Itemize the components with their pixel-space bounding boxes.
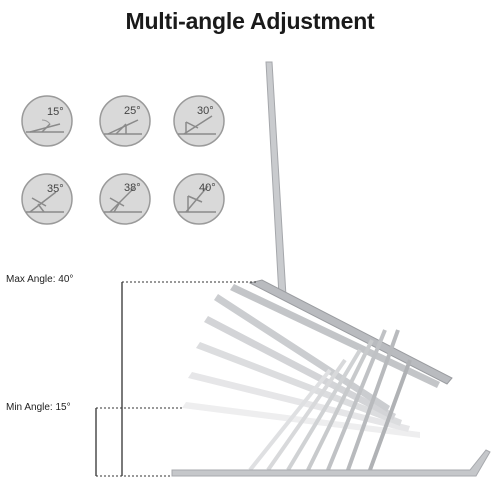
angle-35-label: 35°: [47, 183, 64, 195]
stand-base: [171, 449, 491, 477]
angle-icon-grid: 15° 25° 30° 35°: [20, 94, 245, 234]
angle-38-icon: 38°: [98, 172, 152, 226]
angle-38-label: 38°: [124, 182, 141, 194]
angle-30-label: 30°: [197, 105, 214, 117]
laptop-base: [248, 279, 453, 385]
angle-15-label: 15°: [47, 106, 64, 118]
laptop-screen: [265, 61, 287, 297]
angle-40-label: 40°: [199, 182, 216, 194]
angle-25-icon: 25°: [98, 94, 152, 148]
angle-40-icon: 40°: [172, 172, 226, 226]
angle-15-icon: 15°: [20, 94, 74, 148]
angle-30-icon: 30°: [172, 94, 226, 148]
min-angle-label: Min Angle: 15°: [6, 402, 71, 413]
max-angle-label: Max Angle: 40°: [6, 274, 74, 285]
angle-25-label: 25°: [124, 105, 141, 117]
page-title: Multi-angle Adjustment: [125, 8, 375, 34]
angle-35-icon: 35°: [20, 172, 74, 226]
ghost-stands: [182, 284, 440, 472]
